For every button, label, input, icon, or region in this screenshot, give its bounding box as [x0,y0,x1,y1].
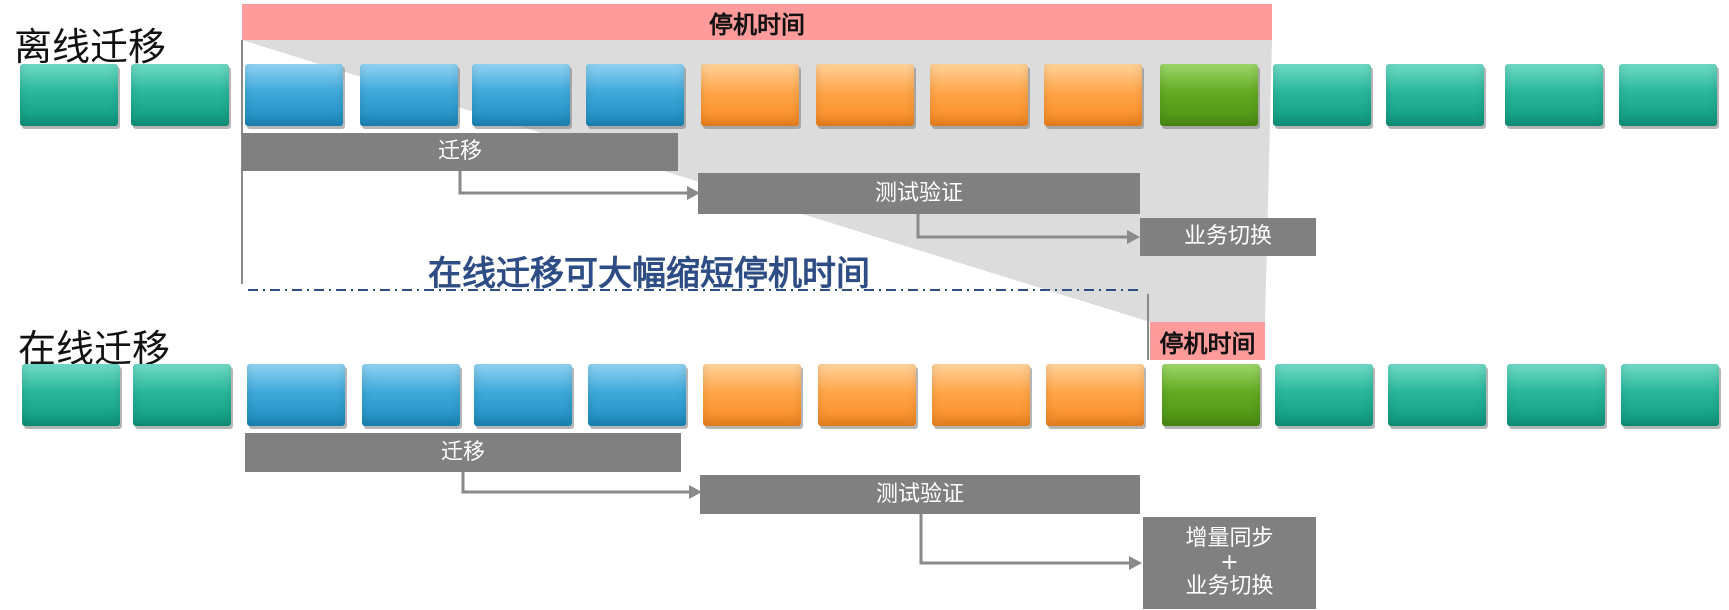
offline-block-green [1160,64,1258,126]
offline-block-teal [1619,64,1717,126]
headline: 在线迁移可大幅缩短停机时间 [428,254,870,294]
online-phase-migrate: 迁移 [245,433,681,472]
online-block-green [1162,364,1260,426]
offline-phase-test: 测试验证 [698,173,1140,214]
offline-downtime-banner: 停机时间 [242,4,1272,40]
online-block-teal [133,364,231,426]
offline-block-orange [1044,64,1142,126]
offline-block-teal [131,64,229,126]
online-phase-test: 测试验证 [700,475,1140,514]
offline-block-teal [1386,64,1484,126]
offline-phase-cutover: 业务切换 [1140,218,1316,256]
online-block-orange [818,364,916,426]
online-block-blue [588,364,686,426]
offline-phase-migrate: 迁移 [242,133,678,171]
offline-block-orange [930,64,1028,126]
online-block-teal [1275,364,1373,426]
online-cutover-line-1: 增量同步 [1185,526,1274,551]
offline-block-teal [1505,64,1603,126]
online-block-blue [474,364,572,426]
online-row-title: 在线迁移 [18,327,171,371]
offline-block-blue [586,64,684,126]
online-block-orange [1046,364,1144,426]
offline-block-orange [816,64,914,126]
offline-block-blue [360,64,458,126]
online-block-teal [22,364,120,426]
online-block-orange [703,364,801,426]
offline-block-blue [472,64,570,126]
online-block-orange [932,364,1030,426]
online-flow-arrows [461,472,1132,565]
offline-block-teal [20,64,118,126]
online-block-teal [1507,364,1605,426]
online-block-blue [362,364,460,426]
offline-block-teal [1273,64,1371,126]
offline-flow-arrows [458,170,1130,239]
online-cutover-line-3: 业务切换 [1185,574,1274,599]
online-downtime-banner: 停机时间 [1150,322,1265,360]
online-phase-cutover: 增量同步 + 业务切换 [1143,517,1316,609]
offline-block-orange [701,64,799,126]
online-block-blue [247,364,345,426]
online-block-teal [1388,364,1486,426]
online-block-teal [1621,364,1719,426]
offline-row-title: 离线迁移 [14,25,167,69]
online-cutover-line-2: + [1220,550,1239,575]
offline-block-blue [245,64,343,126]
